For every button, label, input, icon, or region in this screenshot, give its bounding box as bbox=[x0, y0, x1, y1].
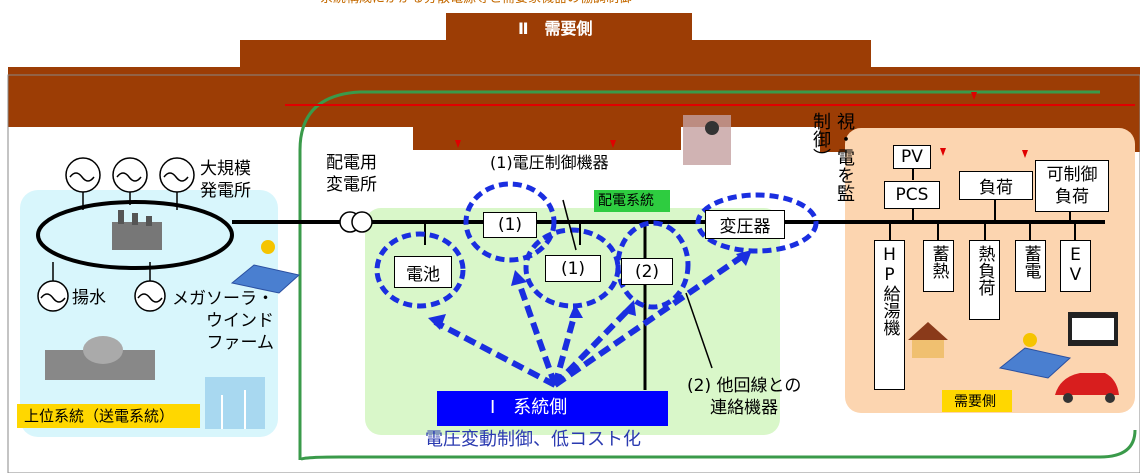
upper-system-label bbox=[17, 404, 200, 428]
load-box: 負荷 bbox=[959, 171, 1033, 200]
person-at-desk-icon bbox=[683, 115, 731, 165]
pumped-label: 揚水 bbox=[72, 288, 106, 308]
grid-side-title: Ⅰ 系統側 bbox=[490, 397, 568, 418]
monitor-label: 視・電を監 制御） bbox=[810, 112, 855, 202]
upper-system-label-text: 上位系統（送電系統） bbox=[24, 407, 175, 425]
other-line-label: (2) 他回線との 連絡機器 bbox=[687, 376, 802, 418]
hp-water-heater-box: HP給湯機 bbox=[874, 240, 905, 390]
storage-box: 蓄電 bbox=[1015, 240, 1046, 292]
header-bar-wide bbox=[8, 67, 1140, 127]
solar-panel-icon-upper bbox=[230, 240, 301, 294]
header-title: Ⅱ 需要側 bbox=[518, 19, 593, 38]
voltage-devices-label: (1)電圧制御機器 bbox=[490, 153, 609, 172]
heat-load-box: 熱負荷 bbox=[969, 240, 1000, 320]
controllable-load-box: 可制御 負荷 bbox=[1035, 160, 1109, 212]
grid-side-title-bar bbox=[437, 391, 668, 426]
pv-box: PV bbox=[893, 145, 931, 169]
ev-box: EV bbox=[1060, 240, 1091, 292]
transformer-box: 変圧器 bbox=[705, 210, 785, 239]
voltage-device-1b: (1) bbox=[545, 255, 601, 282]
power-plant-icon bbox=[112, 210, 162, 250]
tie-device-2: (2) bbox=[621, 258, 673, 285]
house-icon bbox=[908, 322, 948, 358]
demand-side-badge bbox=[942, 390, 1012, 412]
pcs-box: PCS bbox=[884, 181, 940, 209]
distribution-system-badge bbox=[594, 190, 670, 212]
battery-box: 電池 bbox=[394, 256, 452, 288]
nuclear-plant-icon bbox=[45, 336, 155, 380]
demand-side-label: 需要側 bbox=[954, 394, 996, 410]
distribution-system-badge-text: 配電系統 bbox=[598, 193, 654, 209]
solar-panel-icon-home bbox=[998, 333, 1072, 379]
substation-label: 配電用 変電所 bbox=[326, 153, 377, 195]
mega-label: メガソーラ・ ウインド ファーム bbox=[172, 289, 274, 353]
voltage-device-1a: (1) bbox=[483, 212, 537, 238]
heat-storage-box: 蓄熱 bbox=[923, 240, 954, 292]
grid-side-subtitle: 電圧変動制御、低コスト化 bbox=[425, 429, 641, 450]
wind-turbine-icon bbox=[205, 377, 265, 429]
car-icon bbox=[1055, 373, 1119, 403]
top-caption: 系統構成にかかる分散電源等と需要家機器の協調制御 bbox=[320, 0, 632, 10]
battery-icon bbox=[1068, 312, 1118, 346]
large-plant-label: 大規模 発電所 bbox=[200, 159, 251, 201]
